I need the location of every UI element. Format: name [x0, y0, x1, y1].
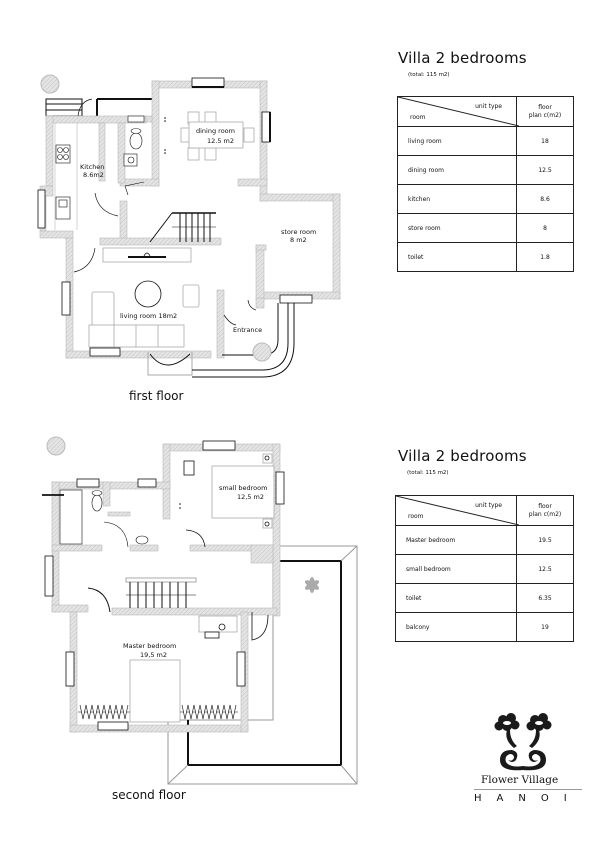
table2-title: Villa 2 bedrooms [398, 447, 527, 465]
wardrobe-right [180, 704, 238, 720]
diagonal-divider [398, 97, 519, 126]
area-cell: 6.35 [516, 583, 574, 613]
washbasin-icon [123, 153, 138, 167]
kitchen-area: 8.6m2 [83, 171, 104, 179]
room-cell: kitchen [397, 184, 517, 214]
master-bedroom-furniture [78, 612, 269, 723]
room-cell: Master bedroom [395, 525, 517, 555]
logo-city: HANOI [474, 793, 582, 804]
store-room-label: store room [281, 228, 316, 236]
kitchen-fixtures [54, 123, 78, 230]
master-bedroom-label: Master bedroom [123, 642, 176, 650]
first-floor-caption: first floor [129, 389, 184, 403]
logo-brand-name: Flower Village [481, 774, 559, 786]
header-room: room [410, 114, 426, 121]
diagonal-divider [396, 496, 519, 525]
dining-area: 12.5 m2 [207, 137, 234, 145]
windows [44, 440, 285, 731]
header-room: room [408, 513, 424, 520]
logo-divider [474, 789, 582, 790]
store-room-area: 8 m2 [290, 236, 307, 244]
washbasin-icon [135, 535, 149, 545]
room-cell: small bedroom [395, 554, 517, 584]
table2-total: (total: 115 m2) [407, 470, 449, 476]
toilet-icon [91, 494, 103, 512]
room-cell: toilet [395, 583, 517, 613]
entrance-path [147, 303, 295, 378]
room-cell: toilet [397, 242, 517, 272]
master-bedroom-area: 19,5 m2 [140, 651, 167, 659]
small-bedroom-furniture [179, 453, 275, 548]
tree-icon [40, 74, 60, 94]
header-room-unit: unit type room [397, 96, 519, 127]
area-cell: 19.5 [516, 525, 574, 555]
area-cell: 8 [516, 213, 574, 243]
table1-total: (total: 115 m2) [408, 72, 450, 78]
room-cell: store room [397, 213, 517, 243]
dining-table [164, 111, 255, 161]
header-floor: floor [538, 502, 552, 510]
header-room-unit: unit type room [395, 495, 519, 526]
area-cell: 19 [516, 612, 574, 642]
bathroom-fixtures [42, 489, 149, 548]
entrance-label: Entrance [233, 326, 262, 334]
small-bedroom-area: 12,5 m2 [237, 493, 264, 501]
balcony [167, 545, 358, 785]
table1-title: Villa 2 bedrooms [398, 49, 527, 67]
staircase [87, 577, 197, 613]
terrace-steps [45, 98, 152, 117]
header-plan: plan c(m2) [528, 510, 562, 518]
header-unit-type: unit type [475, 502, 502, 509]
room-cell: balcony [395, 612, 517, 642]
area-cell: 18 [516, 126, 574, 156]
living-furniture [88, 280, 200, 348]
header-floor: floor [538, 103, 552, 111]
area-cell: 12.5 [516, 155, 574, 185]
tv-cabinet [102, 247, 192, 263]
dining-label: dining room [196, 127, 235, 135]
area-cell: 12.5 [516, 554, 574, 584]
windows [37, 77, 313, 357]
living-room-label: living room 18m2 [120, 312, 177, 320]
area-cell: 8.6 [516, 184, 574, 214]
flower-village-logo [494, 713, 552, 771]
room-cell: living room [397, 126, 517, 156]
kitchen-label: Kitchen [80, 163, 104, 171]
room-cell: dining room [397, 155, 517, 185]
toilet-fixtures [123, 115, 145, 196]
staircase [149, 212, 216, 243]
doors [73, 192, 257, 326]
tree-icon [46, 436, 66, 456]
flower-icon [304, 577, 320, 593]
stove-icon [55, 144, 71, 164]
second-floor-plan: small bedroom 12,5 m2 Master bedroom 19,… [42, 436, 358, 785]
bathtub-icon [59, 489, 83, 545]
second-floor-caption: second floor [112, 788, 186, 802]
wardrobe-left [78, 704, 130, 720]
small-bedroom-label: small bedroom [219, 484, 267, 492]
header-unit-type: unit type [475, 103, 502, 110]
first-floor-plan: Kitchen 8.6m2 dining room 12.5 m2 store … [37, 74, 341, 378]
header-plan: plan c(m2) [528, 111, 562, 119]
area-cell: 1.8 [516, 242, 574, 272]
